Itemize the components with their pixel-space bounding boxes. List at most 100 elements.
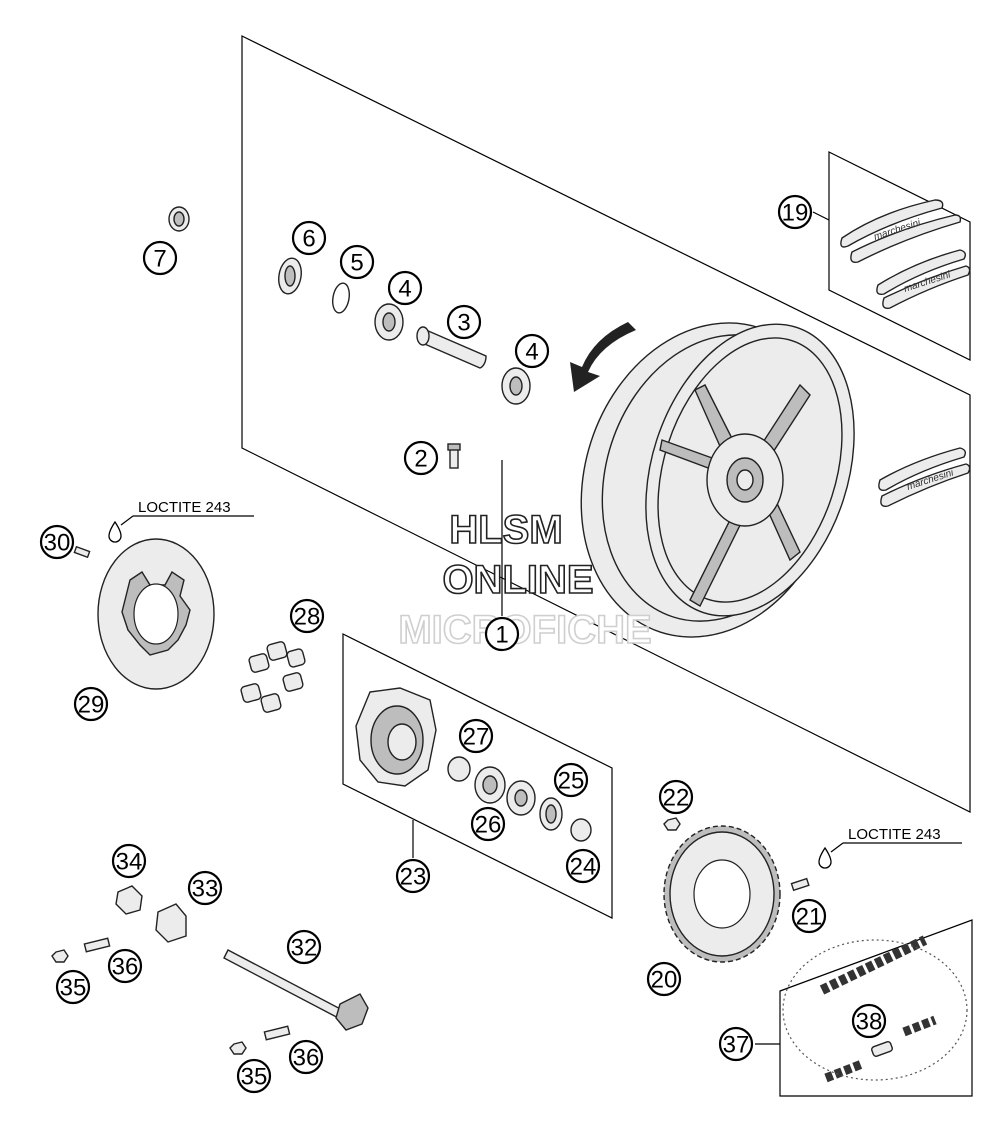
callout-36: 36 [107, 948, 143, 984]
watermark-line-2: ONLINE [442, 558, 593, 602]
callout-33: 33 [187, 870, 223, 906]
callout-circle [187, 870, 223, 906]
sprocket-nut [663, 817, 681, 831]
loctite-note-right: LOCTITE 243 [848, 826, 941, 843]
callout-number: 36 [112, 954, 139, 981]
callout-circle [289, 598, 325, 634]
callout-circle [111, 843, 147, 879]
hub-bearing [474, 766, 506, 804]
callout-number: 33 [192, 876, 219, 903]
callout-circle [514, 333, 550, 369]
callout-circle [777, 194, 813, 230]
callout-circle [387, 270, 423, 306]
callout-number: 27 [463, 724, 490, 751]
callout-24: 24 [565, 848, 601, 884]
spacer-sleeve [416, 326, 487, 369]
callout-circle [470, 806, 506, 842]
drive-chain [782, 935, 968, 1083]
disc-bolt [73, 545, 91, 559]
callout-37: 37 [718, 1026, 754, 1062]
callout-number: 37 [723, 1032, 750, 1059]
decal-set-panel [828, 151, 971, 361]
callout-number: 25 [558, 768, 585, 795]
callout-34: 34 [111, 843, 147, 879]
hub-bearing-2 [506, 780, 536, 816]
seal-ring [278, 257, 302, 295]
callout-circle [73, 686, 109, 722]
callout-number: 6 [302, 226, 315, 253]
watermark-line-1: HLSM [449, 508, 562, 552]
callout-number: 28 [294, 604, 321, 631]
callout-number: 23 [400, 864, 427, 891]
callout-circle [446, 304, 482, 340]
cush-drive-rubbers [240, 641, 306, 713]
callout-circle [484, 616, 520, 652]
lock-nut-lower [229, 1041, 247, 1055]
callout-circle [646, 961, 682, 997]
callout-5: 5 [339, 244, 375, 280]
callout-26: 26 [470, 806, 506, 842]
rear-sprocket [663, 825, 781, 963]
callout-27: 27 [458, 718, 494, 754]
callout-circle [458, 718, 494, 754]
callout-6: 6 [291, 220, 327, 256]
watermark-line-3: MICROFICHE [398, 608, 651, 652]
callout-number: 35 [60, 975, 87, 1002]
callout-number: 19 [782, 200, 809, 227]
callout-circle [339, 244, 375, 280]
loctite-drop-icon-left [108, 520, 122, 543]
rotation-arrow-icon [570, 322, 636, 392]
callout-number: 26 [475, 812, 502, 839]
callout-circle [851, 1003, 887, 1039]
callout-circle [658, 779, 694, 815]
watermark: HLSM ONLINE MICROFICHE [398, 507, 653, 653]
brake-disc [97, 538, 215, 690]
callout-number: 29 [78, 692, 105, 719]
adjuster-screw-upper [83, 937, 111, 953]
callout-number: 20 [651, 967, 678, 994]
wheel-assembly-panel [241, 35, 971, 813]
callout-2: 2 [403, 440, 439, 476]
bearing-left [374, 303, 404, 341]
callout-4: 4 [387, 270, 423, 306]
callout-circle [395, 858, 431, 894]
callout-number: 3 [457, 310, 470, 337]
callout-32: 32 [286, 929, 322, 965]
callout-number: 36 [293, 1045, 320, 1072]
callout-number: 4 [398, 276, 411, 303]
hub-spacer-2 [570, 818, 592, 842]
callout-38: 38 [851, 1003, 887, 1039]
loctite-note-left: LOCTITE 243 [138, 499, 231, 516]
callout-circle [55, 969, 91, 1005]
rear-wheel [580, 322, 855, 638]
callout-circle [107, 948, 143, 984]
callout-number: 2 [414, 446, 427, 473]
callout-circle [39, 524, 75, 560]
callout-29: 29 [73, 686, 109, 722]
valve [447, 443, 461, 469]
callout-19: 19 [777, 194, 813, 230]
callout-21: 21 [791, 898, 827, 934]
callout-28: 28 [289, 598, 325, 634]
callout-number: 24 [570, 854, 597, 881]
adjuster-screw-lower [263, 1025, 291, 1041]
callout-number: 35 [241, 1064, 268, 1091]
chain-adjuster [155, 903, 187, 943]
callout-circle [791, 898, 827, 934]
callout-circle [565, 848, 601, 884]
callout-36: 36 [288, 1039, 324, 1075]
callout-35: 35 [55, 969, 91, 1005]
circlip [332, 282, 350, 314]
callout-3: 3 [446, 304, 482, 340]
callout-number: 5 [350, 250, 363, 277]
callout-circle [718, 1026, 754, 1062]
callout-25: 25 [553, 762, 589, 798]
callout-number: 30 [44, 530, 71, 557]
left-spacer [168, 206, 190, 232]
callout-circle [553, 762, 589, 798]
hub-spacer [447, 756, 471, 782]
chain-panel [779, 919, 973, 1097]
axle-nut [115, 885, 143, 915]
callout-number: 7 [153, 246, 166, 273]
callout-number: 22 [663, 785, 690, 812]
